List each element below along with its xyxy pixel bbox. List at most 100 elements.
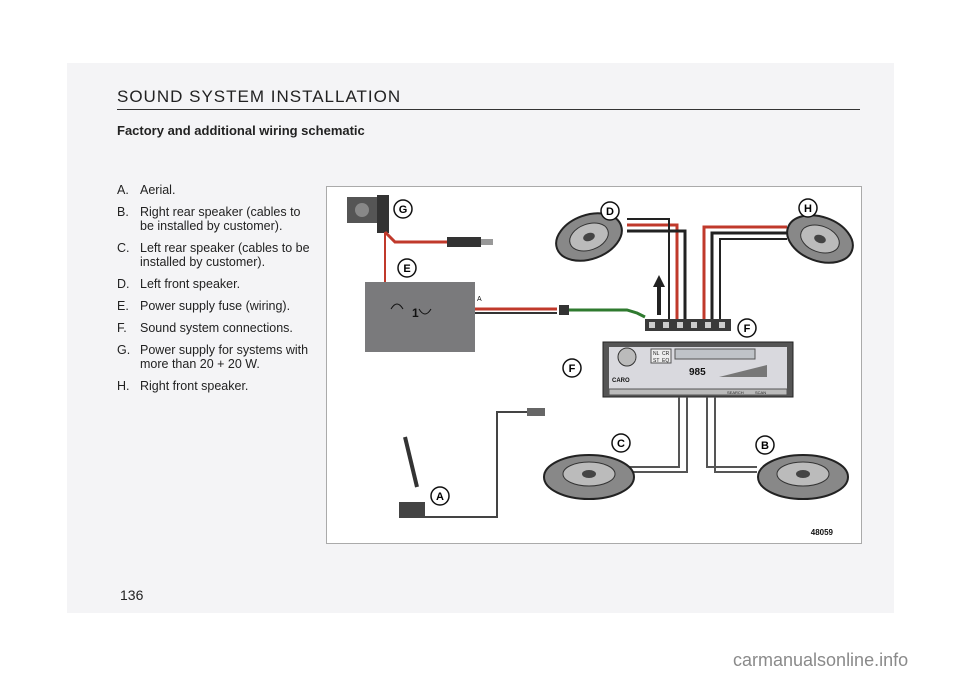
legend-text: Power supply for systems with more than … [140,343,309,371]
legend-item-f: F.Sound system connections. [117,321,317,335]
aerial-cable [411,411,527,518]
speaker-h [786,214,854,264]
power-plug [559,305,569,315]
aerial-base [399,502,425,518]
cable-c-2 [627,397,688,473]
connector-label: A [477,296,482,303]
cable-b-2 [714,397,757,473]
connector-clamp [377,195,389,233]
svg-text:A: A [436,491,444,503]
aerial-plug [527,408,545,416]
legend-key: C. [117,241,130,255]
legend-list: A. Aerial. B. Right rear speaker (cables t… [117,183,317,401]
radio-frequency: 985 [689,367,706,378]
radio-btn1: NL [653,351,660,357]
legend-item-a: A. Aerial. [117,183,317,197]
radio-btn4: EQ [662,358,669,364]
cable-power-green [569,308,646,319]
inline-fuse [447,237,481,247]
legend-text: Aerial. [140,183,176,197]
legend-item-g: G. Power supply for systems with more tha… [117,343,317,371]
callout-a: A [430,486,450,506]
radio-knob [617,347,637,367]
cable-g [383,230,447,244]
legend-item-h: H. Right front speaker. [117,379,317,393]
radio-btn3: ST [653,358,659,364]
legend-key: B. [117,205,129,219]
svg-text:F: F [569,363,576,375]
diagram-code: 48059 [811,528,834,537]
callout-e: E [397,258,417,278]
page-subtitle: Factory and additional wiring schematic [117,123,365,138]
svg-text:E: E [403,263,410,275]
radio-brand: CARO [612,378,630,384]
callout-h: H [798,198,818,218]
legend-text: Left rear speaker (cables to be installe… [140,241,310,269]
legend-key: E. [117,299,129,313]
legend-item-c: C. Left rear speaker (cables to be instal… [117,241,317,269]
legend-text: Left front speaker. [140,277,241,291]
svg-text:G: G [399,204,408,216]
speaker-d [555,212,623,262]
power-box [365,282,475,352]
cable-h-ground [719,238,787,319]
wiring-schematic-drawing: 1 A [347,195,854,537]
cable-h-black [710,231,787,319]
connector-strip-f [645,319,731,331]
radio-level-meter [719,365,767,377]
legend-item-b: B. Right rear speaker (cables to be insta… [117,205,317,233]
callout-b: B [755,435,775,455]
svg-text:D: D [606,206,614,218]
callout-f-top: F [737,318,757,338]
svg-text:C: C [617,438,625,450]
radio-search: SEARCH [727,390,744,395]
svg-text:H: H [804,203,812,215]
svg-text:F: F [744,323,751,335]
legend-text: Right front speaker. [140,379,249,393]
cable-d-black [627,229,687,319]
legend-text: Right rear speaker (cables to be install… [140,205,301,233]
legend-key: G. [117,343,131,357]
speaker-c [543,454,635,500]
fuse-label: 1 [412,306,419,320]
cable-b-1 [706,397,757,468]
page-title: SOUND SYSTEM INSTALLATION [117,87,402,106]
radio-button-row [608,388,788,396]
wiring-schematic: 1 A [326,186,862,544]
legend-key: D. [117,277,130,291]
site-watermark: carmanualsonline.info [733,650,909,670]
callout-g: G [393,199,413,219]
page-number: 136 [120,587,144,603]
callout-d: D [600,201,620,221]
manual-page: SOUND SYSTEM INSTALLATION Factory and ad… [67,63,894,613]
radio-cassette-slot [674,348,756,360]
cable-h-red [702,225,787,319]
cable-c-1 [627,397,680,468]
legend-item-e: E. Power supply fuse (wiring). [117,299,317,313]
legend-text: Power supply fuse (wiring). [140,299,291,313]
pin-1 [649,322,655,328]
radio-scan: SCAN [755,390,766,395]
connector-screw [355,203,369,217]
cable-d-ground [627,218,670,319]
pin-5 [705,322,711,328]
callout-f-aerial: F [562,358,582,378]
inline-fuse-tip [481,239,493,245]
legend-key: F. [117,321,127,335]
legend-key: A. [117,183,129,197]
antenna-plug-symbol [653,275,665,287]
radio-preset-panel [650,348,672,364]
pin-3 [677,322,683,328]
radio-btn2: CR [662,351,670,357]
title-divider [117,109,860,110]
legend-key: H. [117,379,130,393]
fuse-symbol [390,303,432,315]
svg-text:B: B [761,440,769,452]
legend-item-d: D. Left front speaker. [117,277,317,291]
pin-2 [663,322,669,328]
callout-c: C [611,433,631,453]
pin-6 [719,322,725,328]
speaker-b [757,454,849,500]
antenna-plug-stem [657,287,661,315]
pin-4 [691,322,697,328]
